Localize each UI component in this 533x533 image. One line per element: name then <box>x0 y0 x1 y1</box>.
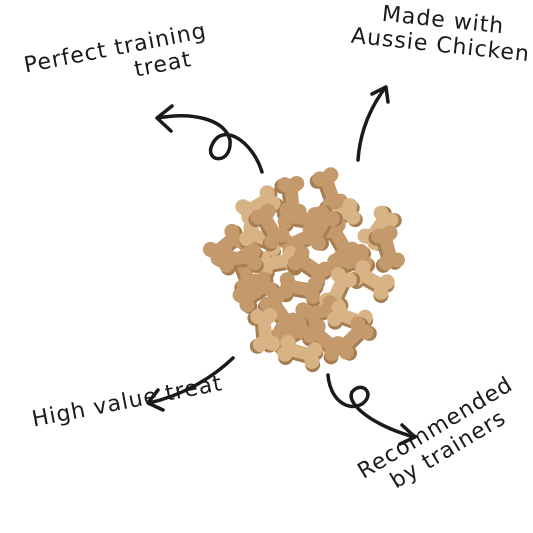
arrow-top-left <box>155 104 264 174</box>
arrow-head <box>398 423 417 446</box>
arrow-icon <box>326 373 416 439</box>
arrow-head <box>370 85 390 104</box>
arrow-head <box>146 388 165 412</box>
arrow-bottom-left <box>146 356 235 412</box>
arrow-top-right <box>356 85 390 162</box>
arrow-icon <box>356 86 387 162</box>
arrow-head <box>155 104 174 133</box>
arrow-icon <box>147 356 235 405</box>
arrow-icon <box>156 114 264 174</box>
treat-pile <box>199 165 407 374</box>
arrow-bottom-right <box>326 373 417 446</box>
